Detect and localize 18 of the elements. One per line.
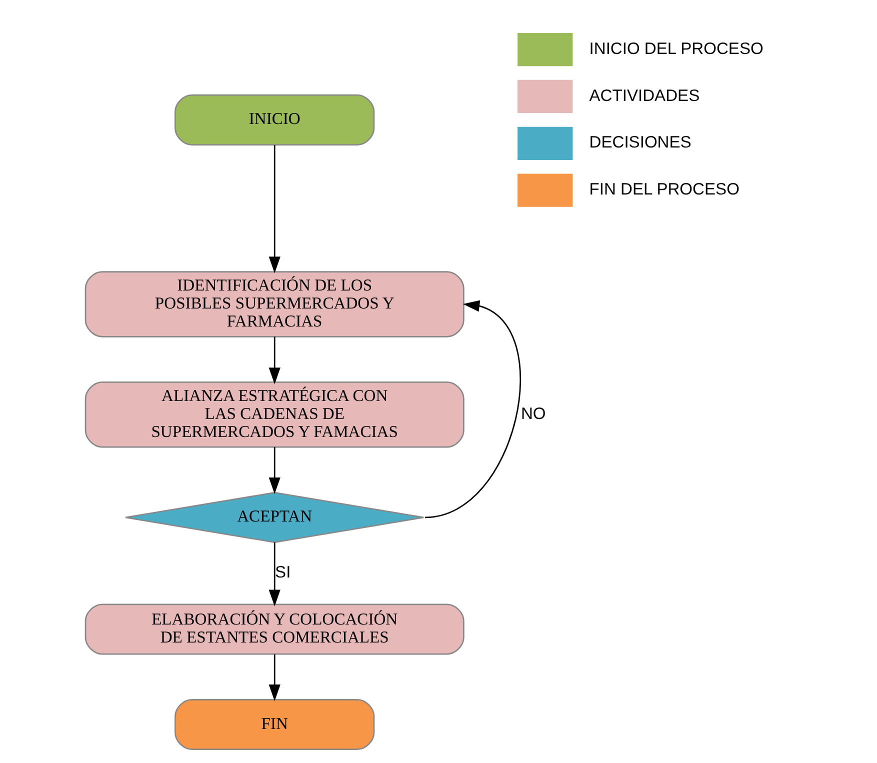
node-diamond: ACEPTAN (124, 492, 424, 543)
node-box: FIN (174, 698, 375, 750)
node-box: IDENTIFICACIÓN DE LOS POSIBLES SUPERMERCADOS Y FARMACIAS (84, 271, 464, 338)
legend-label: FIN DEL PROCESO (589, 180, 740, 199)
arrow (268, 447, 280, 494)
legend-label: DECISIONES (589, 132, 692, 152)
arrow (268, 336, 280, 384)
arrow (268, 654, 280, 702)
legend-label: INICIO DEL PROCESO (589, 38, 764, 58)
node-box: ELABORACIÓN Y COLOCACIÓN DE ESTANTES COMERCIALES (84, 604, 464, 655)
edge-label: NO (520, 404, 546, 423)
legend-label: ACTIVIDADES (589, 86, 700, 105)
arrow (268, 145, 280, 274)
arrow (424, 300, 521, 518)
edge-label: SI (275, 562, 291, 582)
node-box: ALIANZA ESTRATÉGICA CON LAS CADENAS DE SUPERMERCADOS Y FAMACIAS (84, 382, 464, 448)
arrow (268, 542, 280, 606)
node-box: INICIO (174, 94, 375, 146)
